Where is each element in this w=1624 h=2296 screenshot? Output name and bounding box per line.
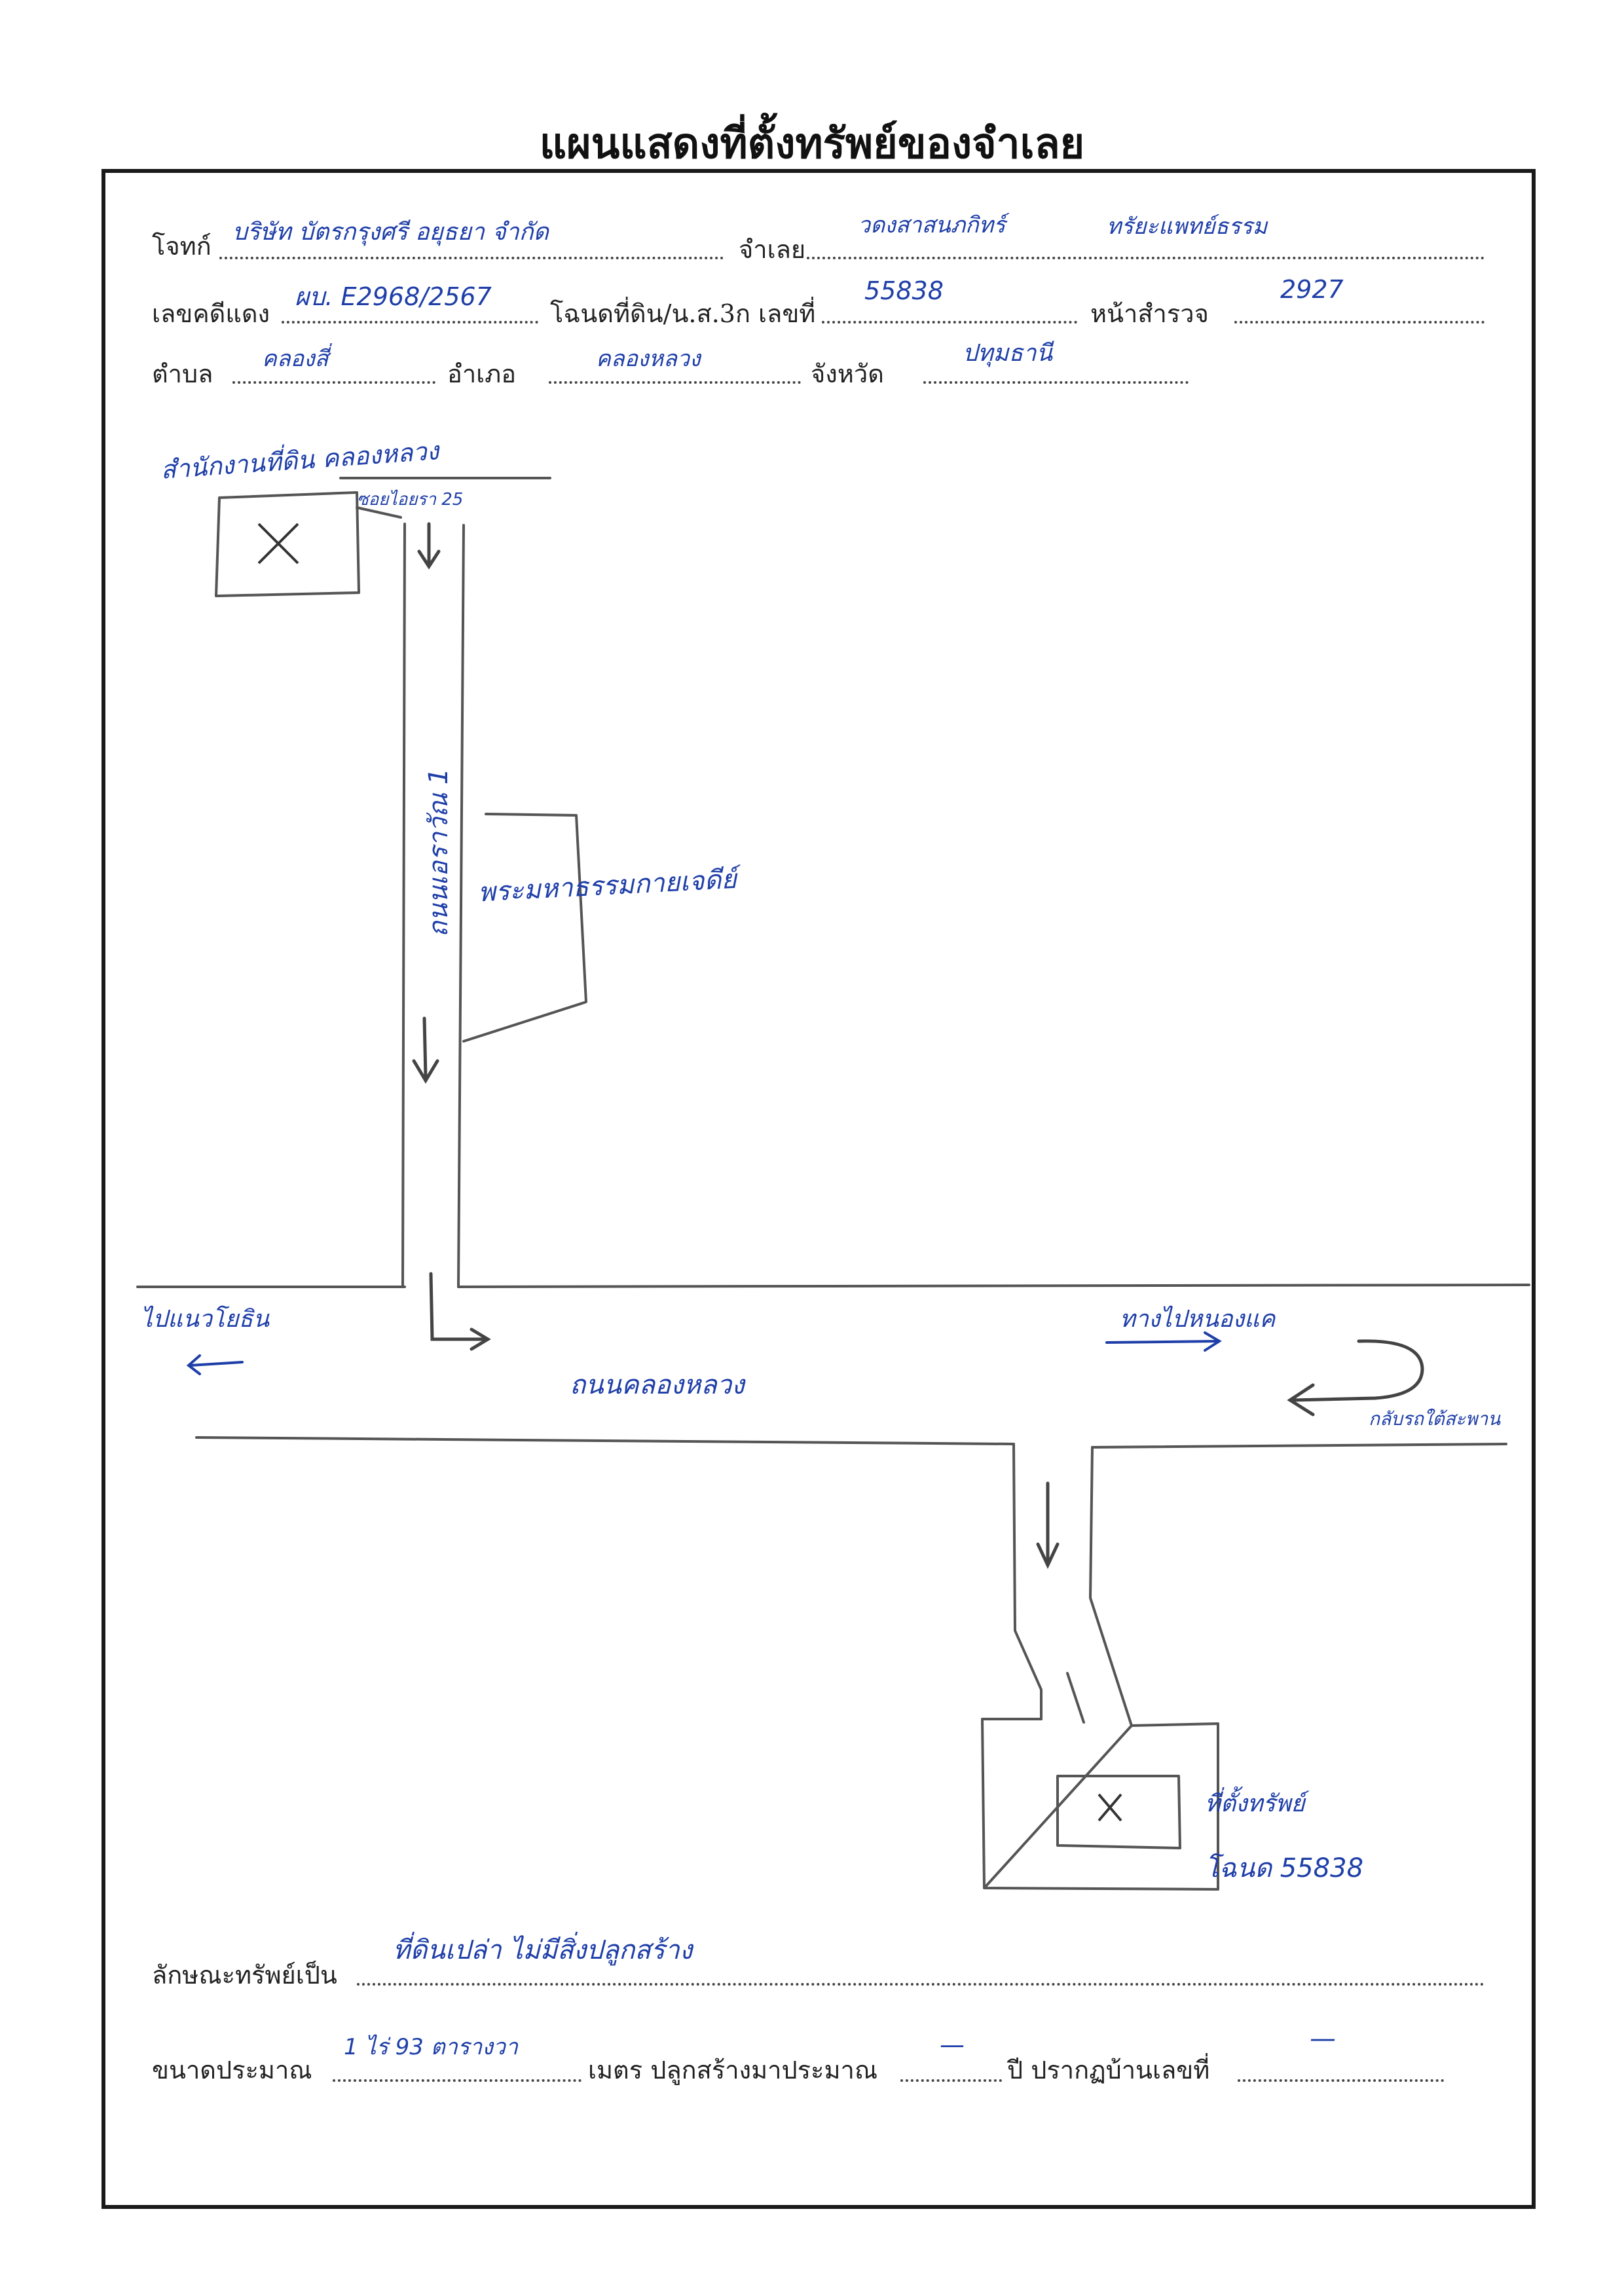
property-cross-mark (1098, 1793, 1122, 1822)
case-line (282, 321, 538, 324)
survey-value: 2927 (1280, 275, 1344, 304)
office-connector (356, 506, 402, 519)
arrow-down-top (417, 522, 441, 570)
page-title: แผนแสดงที่ตั้งทรัพย์ของจำเลย (539, 120, 1085, 168)
main-road-label: ถนนคลองหลวง (570, 1370, 745, 1400)
office-box (215, 491, 360, 597)
main-road-bottom-right (1091, 1443, 1507, 1449)
side-road-mid (1066, 1672, 1085, 1724)
side-road-left (1012, 1443, 1043, 1720)
arrow-turn-right (429, 1272, 491, 1351)
defendant-label: จำเลย (739, 235, 806, 264)
vertical-road-right (457, 524, 465, 1288)
house-value: — (1310, 2024, 1336, 2054)
deed-value: 55838 (864, 276, 944, 305)
main-road-top-right (457, 1284, 1530, 1288)
property-outer (981, 1718, 1219, 1891)
soi-label: ซอยไอยรา 25 (357, 490, 464, 509)
right-direction-label: ทางไปหนองแค (1120, 1306, 1276, 1333)
road-vertical-label: ถนนเอราวัณ 1 (424, 768, 454, 938)
case-value: ผบ. E2968/2567 (295, 282, 492, 311)
district-value: คลองหลวง (596, 346, 701, 372)
house-label: ปี ปรากฏบ้านเลขที่ (1007, 2056, 1210, 2084)
arrow-left-blue (186, 1354, 244, 1375)
plaintiff-line (219, 257, 724, 259)
side-road-right (1089, 1446, 1133, 1727)
plaintiff-value: บริษัท บัตรกรุงศรี อยุธยา จำกัด (232, 219, 549, 246)
arrow-u-turn (1287, 1339, 1424, 1416)
temple-box (462, 813, 587, 1043)
property-type-line (357, 1983, 1485, 1986)
years-value: — (940, 2030, 965, 2059)
province-line (923, 381, 1189, 384)
arrow-right-blue (1105, 1331, 1222, 1352)
defendant-value: วดงสาสนภกิทร์ (858, 212, 1006, 238)
deed-line (822, 321, 1077, 324)
district-label: อำเภอ (447, 360, 517, 388)
unit-label: เมตร ปลูกสร้างมาประมาณ (588, 2056, 878, 2084)
defendant-line (807, 257, 1485, 259)
deed-label: โฉนดที่ดิน/น.ส.3ก เลขที่ (550, 299, 816, 328)
size-line (333, 2079, 581, 2082)
size-value: 1 ไร่ 93 ตารางวา (344, 2034, 518, 2060)
main-road-bottom-left (195, 1436, 1015, 1445)
subdistrict-line (232, 381, 435, 384)
office-cross-mark (257, 523, 299, 565)
property-label: ที่ตั้งทรัพย์ (1205, 1790, 1305, 1817)
case-label: เลขคดีแดง (152, 299, 270, 328)
survey-line (1234, 321, 1485, 324)
district-line (549, 381, 801, 384)
property-type-value: ที่ดินเปล่า ไม่มีสิ่งปลูกสร้าง (393, 1935, 693, 1965)
size-label: ขนาดประมาณ (152, 2056, 312, 2084)
province-value: ปทุมธานี (963, 340, 1053, 367)
subdistrict-label: ตำบล (152, 360, 213, 388)
property-inner (1056, 1775, 1181, 1849)
plaintiff-label: โจทก์ (152, 232, 212, 261)
province-label: จังหวัด (811, 360, 884, 388)
subdistrict-value: คลองสี่ (262, 346, 329, 372)
vertical-road-left (401, 523, 406, 1288)
u-turn-label: กลับรถใต้สะพาน (1369, 1408, 1501, 1430)
left-direction-label: ไปแนวโยธิน (141, 1306, 269, 1333)
defendant-value-2: ทรัยะแพทย์ธรรม (1107, 213, 1268, 240)
house-line (1238, 2079, 1444, 2082)
years-line (900, 2079, 1002, 2082)
property-type-label: ลักษณะทรัพย์เป็น (152, 1961, 337, 1990)
arrow-down-side (1036, 1481, 1060, 1569)
map-frame (101, 169, 1536, 2209)
property-deed-label: โฉนด 55838 (1205, 1853, 1364, 1883)
survey-label: หน้าสำรวจ (1090, 299, 1209, 328)
arrow-down-mid (412, 1016, 439, 1084)
